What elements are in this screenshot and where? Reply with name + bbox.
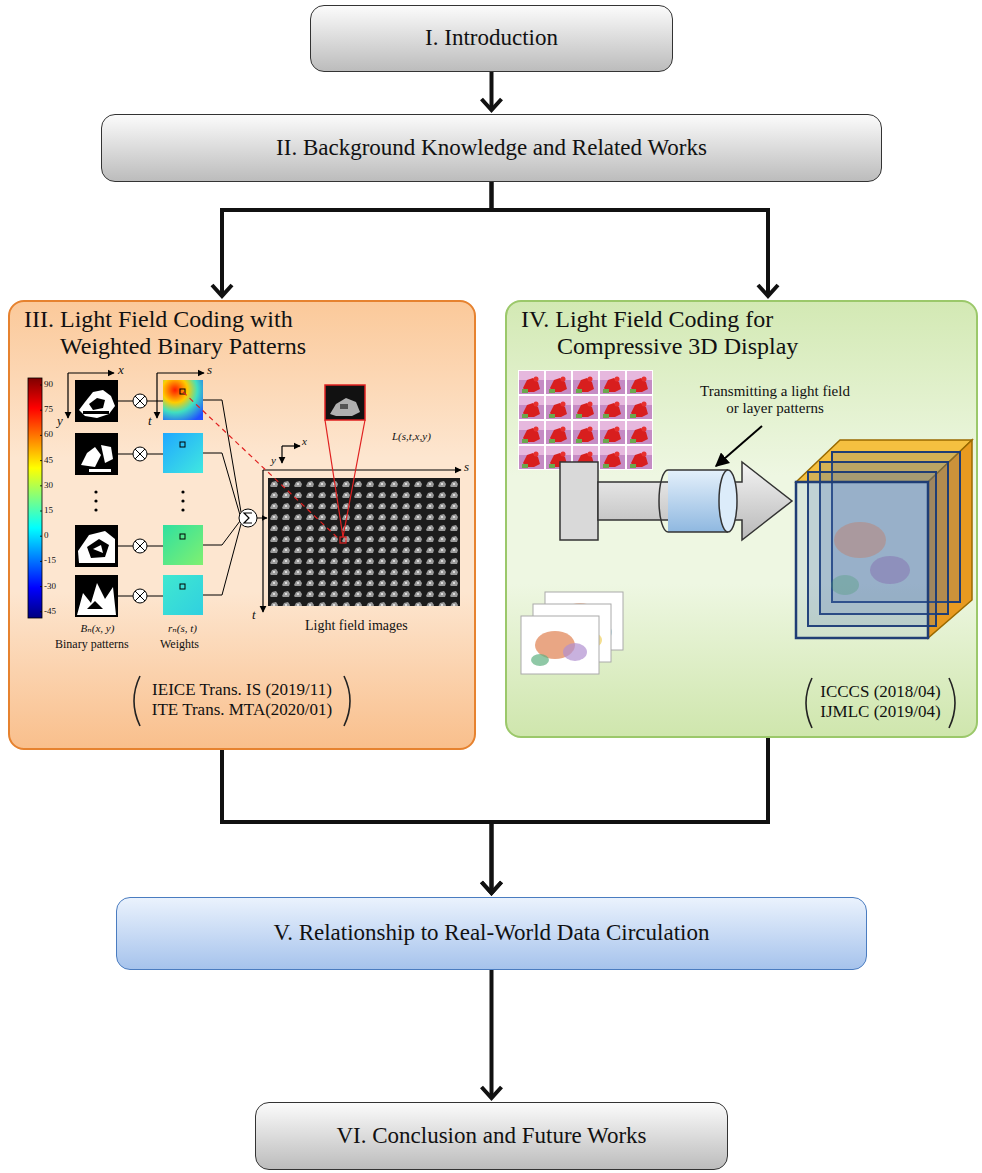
- flow-arrow: [222, 750, 492, 893]
- flow-arrow: [490, 72, 494, 110]
- section-box: II. Background Knowledge and Related Wor…: [101, 114, 882, 182]
- section-title: III. Light Field Coding with Weighted Bi…: [24, 306, 370, 360]
- section-panel: III. Light Field Coding with Weighted Bi…: [8, 300, 476, 750]
- citation-brackets: [806, 678, 955, 728]
- flow-arrow: [222, 182, 492, 296]
- light-field-grid: [268, 478, 460, 606]
- section-title: II. Background Knowledge and Related Wor…: [276, 135, 707, 161]
- section-title: V. Relationship to Real-World Data Circu…: [274, 920, 710, 946]
- publication-list: IEICE Trans. IS (2019/11) ITE Trans. MTA…: [144, 680, 340, 721]
- section-title: IV. Light Field Coding for Compressive 3…: [521, 306, 867, 360]
- display-illustration: [507, 302, 976, 736]
- binary-pattern-images: [75, 380, 118, 617]
- publication-list: ICCCS (2018/04) IJMLC (2019/04): [813, 682, 948, 723]
- axis-arrows: [68, 373, 461, 612]
- section-box: I. Introduction: [310, 5, 673, 72]
- section-box: V. Relationship to Real-World Data Circu…: [116, 897, 867, 970]
- flow-arrow: [492, 738, 769, 893]
- section-title: VI. Conclusion and Future Works: [336, 1123, 646, 1149]
- summation-lines: [203, 400, 267, 595]
- section-box: VI. Conclusion and Future Works: [255, 1102, 728, 1170]
- section-panel: IV. Light Field Coding for Compressive 3…: [505, 300, 978, 738]
- pixel-correspondence: [183, 385, 365, 543]
- flow-arrow: [492, 182, 769, 296]
- citation-brackets: [134, 676, 350, 726]
- flow-arrow: [490, 970, 494, 1098]
- section-title: I. Introduction: [425, 25, 558, 51]
- transmission-pipeline: [560, 426, 792, 540]
- layered-3d-display: [796, 440, 972, 638]
- weight-maps: [163, 380, 203, 615]
- layer-pattern-images: [521, 592, 623, 674]
- colorbar: [28, 378, 42, 618]
- light-field-thumbnails: [518, 370, 653, 470]
- multiply-symbols: [118, 394, 163, 603]
